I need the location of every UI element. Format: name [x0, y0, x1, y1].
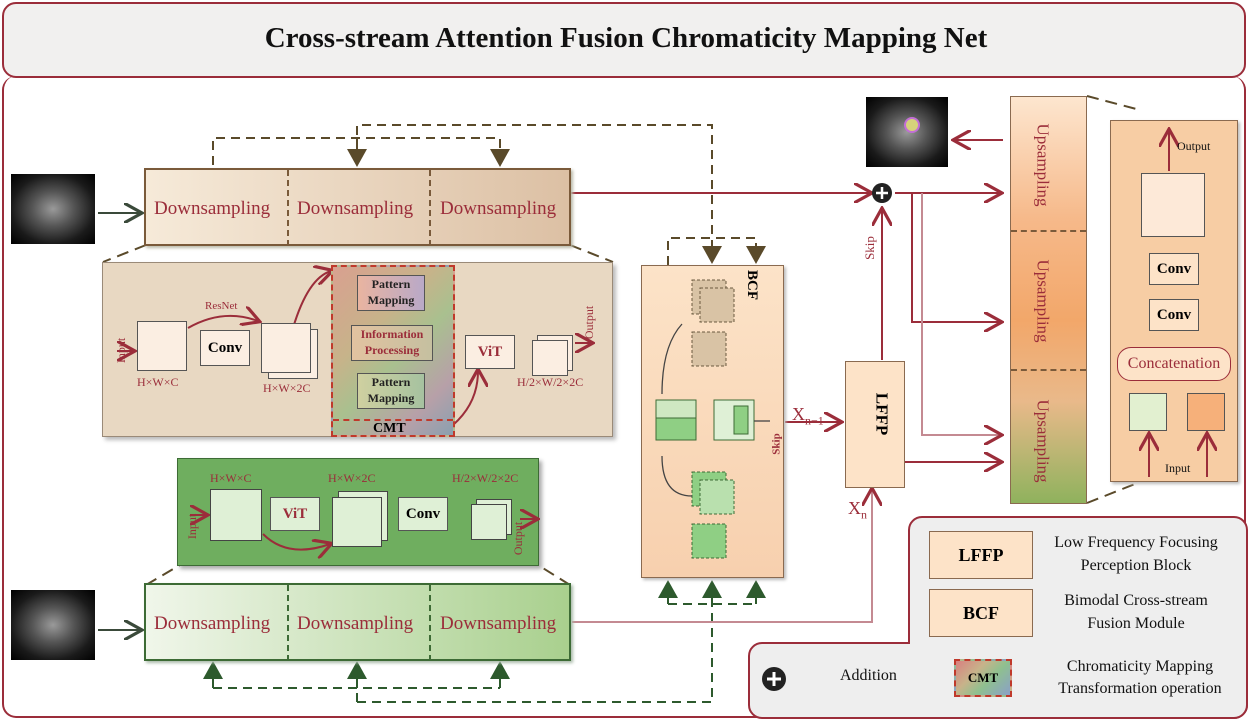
input-label: Input — [114, 337, 129, 364]
legend-cmt-box: CMT — [954, 659, 1012, 697]
upsampling-label: Upsampling — [1033, 399, 1053, 483]
x-subscript: n−1 — [805, 413, 824, 428]
upsampling-label: Upsampling — [1033, 259, 1053, 343]
concatenation-block: Concatenation — [1117, 347, 1231, 381]
cmt-label: CMT — [373, 421, 406, 436]
top-dashed-connectors — [212, 124, 766, 265]
bottom-downsampling-bar: Downsampling Downsampling Downsampling — [144, 583, 571, 661]
input-feature-green — [1129, 393, 1167, 431]
upsampling-detail-panel: Output Conv Conv Concatenation Input — [1110, 120, 1238, 482]
dim-label: H/2×W/2×2C — [517, 375, 584, 389]
feature-map — [1141, 173, 1205, 237]
x-symbol: X — [848, 498, 861, 518]
top-detail-panel: Input H×W×C ResNet Conv H×W×2C Pattern M… — [102, 262, 613, 437]
lffp-label: LFFP — [872, 392, 892, 436]
mri-input-top — [11, 174, 95, 244]
divider — [429, 585, 431, 661]
dim-label: H×W×2C — [328, 471, 376, 485]
pattern-mapping-block: Pattern Mapping — [357, 373, 425, 409]
vit-block: ViT — [465, 335, 515, 369]
addition-node — [872, 183, 892, 203]
information-processing-block: Information Processing — [351, 325, 433, 361]
legend-addition-label: Addition — [840, 667, 897, 684]
x-n-minus-1-label: Xn−1 — [792, 404, 824, 429]
input-label: Input — [1165, 461, 1191, 475]
skip-label: Skip — [861, 236, 877, 260]
title-box: Cross-stream Attention Fusion Chromatici… — [2, 2, 1246, 78]
downsampling-label: Downsampling — [440, 613, 557, 634]
legend-lffp-desc-line1: Low Frequency Focusing — [1054, 534, 1218, 551]
dim-label: H×W×C — [210, 471, 252, 485]
x-n-label: Xn — [848, 498, 867, 523]
divider — [287, 585, 289, 661]
dim-label: H/2×W/2×2C — [452, 471, 519, 485]
bcf-module: BCF Skip — [641, 265, 784, 578]
conv-block: Conv — [1149, 253, 1199, 285]
x-subscript: n — [861, 507, 867, 522]
input-feature-orange — [1187, 393, 1225, 431]
divider — [429, 170, 431, 246]
feature-map — [210, 489, 262, 541]
mri-output — [866, 97, 948, 167]
feature-map — [137, 321, 187, 371]
zoom-lines — [102, 95, 1141, 586]
feature-map-stack-front — [471, 504, 507, 540]
top-detail-arrows — [117, 263, 614, 426]
legend-seam — [910, 640, 1246, 646]
downsampling-label: Downsampling — [154, 198, 271, 219]
legend-lffp-desc-line2: Perception Block — [1080, 557, 1192, 574]
bottom-detail-panel: Input H×W×C ViT H×W×2C Conv H/2×W/2×2C O… — [177, 458, 539, 566]
upsampling-detail-arrows — [1111, 121, 1239, 477]
skip-label: Skip — [770, 433, 783, 455]
legend-bcf-box: BCF — [929, 589, 1033, 637]
legend-bcf-desc-line2: Fusion Module — [1087, 615, 1185, 632]
output-label: Output — [511, 521, 526, 556]
upsampling-column: Upsampling Upsampling Upsampling — [1010, 96, 1087, 504]
cmt-block: Pattern Mapping Information Processing P… — [331, 265, 455, 437]
upsampling-label: Upsampling — [1033, 123, 1053, 207]
mri-segmentation-overlay — [904, 117, 920, 133]
divider — [287, 170, 289, 246]
legend-lffp-box: LFFP — [929, 531, 1033, 579]
lffp-block: LFFP — [845, 361, 905, 488]
divider — [1011, 230, 1086, 232]
conv-block: Conv — [398, 497, 448, 531]
feature-map-stack-front — [261, 323, 311, 373]
bottom-detail-arrows — [190, 459, 540, 567]
bcf-internals — [655, 279, 770, 559]
dim-label: H×W×2C — [263, 381, 311, 395]
legend-cmt-desc-line2: Transformation operation — [1058, 680, 1222, 697]
bcf-label: BCF — [744, 270, 760, 300]
page-title: Cross-stream Attention Fusion Chromatici… — [264, 22, 988, 54]
diagram-frame — [2, 76, 1246, 718]
top-downsampling-bar: Downsampling Downsampling Downsampling — [144, 168, 571, 246]
downsampling-label: Downsampling — [440, 198, 557, 219]
legend-bcf-desc-line1: Bimodal Cross-stream — [1064, 592, 1208, 609]
conv-block: Conv — [1149, 299, 1199, 331]
mri-input-bottom — [11, 590, 95, 660]
downsampling-label: Downsampling — [154, 613, 271, 634]
conv-block: Conv — [200, 330, 250, 366]
feature-map-stack-front — [532, 340, 568, 376]
vit-block: ViT — [270, 497, 320, 531]
divider — [1011, 369, 1086, 371]
cmt-divider — [333, 419, 453, 421]
feature-map-stack-front — [332, 497, 382, 547]
downsampling-label: Downsampling — [297, 613, 414, 634]
input-label: Input — [185, 513, 200, 540]
downsampling-label: Downsampling — [297, 198, 414, 219]
output-label: Output — [582, 305, 597, 340]
addition-icon — [762, 667, 786, 691]
resnet-label: ResNet — [205, 300, 238, 312]
pattern-mapping-block: Pattern Mapping — [357, 275, 425, 311]
output-label: Output — [1177, 139, 1211, 153]
legend-cmt-desc-line1: Chromaticity Mapping — [1066, 658, 1214, 675]
dim-label: H×W×C — [137, 375, 179, 389]
x-symbol: X — [792, 404, 805, 424]
